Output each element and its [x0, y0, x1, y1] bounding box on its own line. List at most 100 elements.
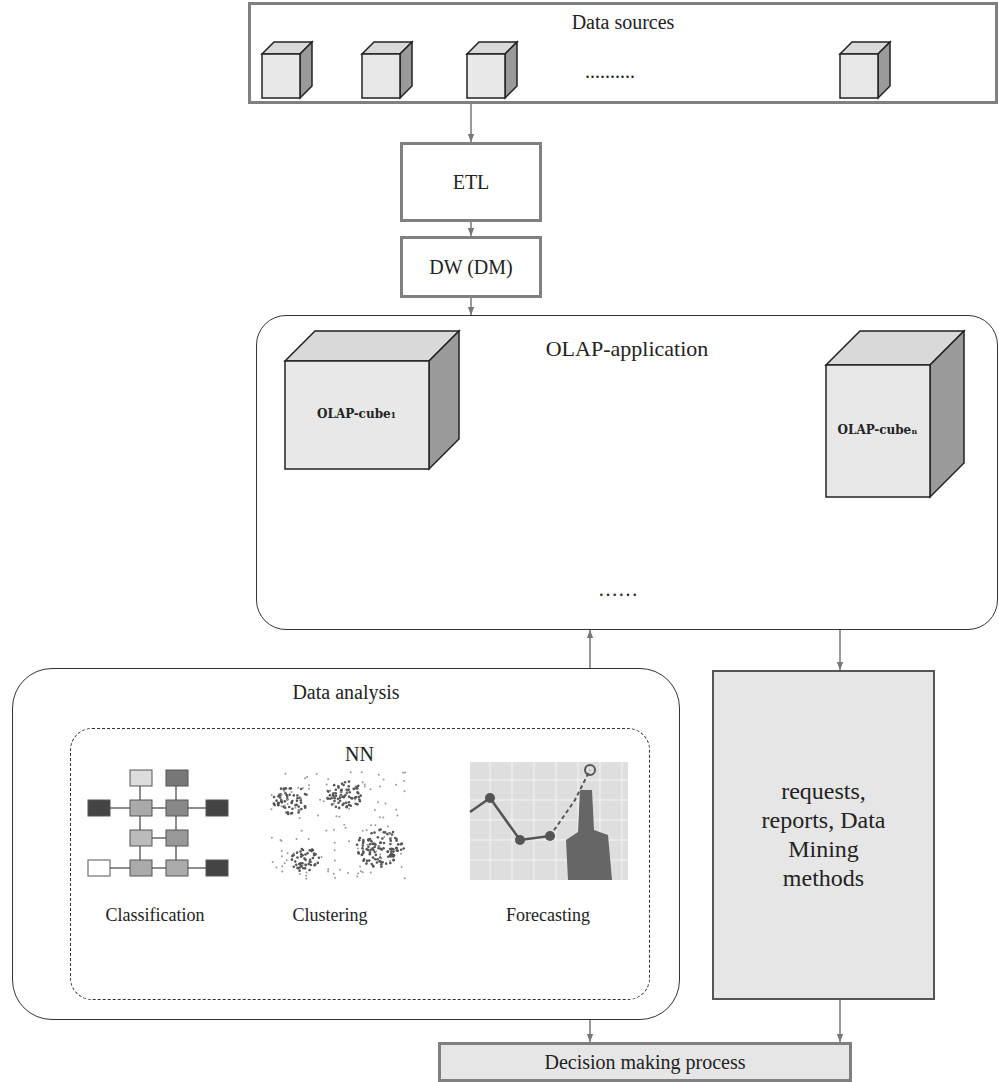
cluster-dot [354, 803, 357, 806]
cluster-dot [304, 853, 307, 856]
scatter-dot [400, 853, 402, 855]
cluster-dot [368, 853, 371, 856]
scatter-dot [366, 829, 368, 831]
scatter-dot [402, 772, 404, 774]
node-label: requests, reports, Data Mining methods [759, 777, 889, 892]
cluster-dot [381, 837, 384, 840]
scatter-dot [334, 860, 336, 862]
store-box: DW (DM) [400, 236, 542, 298]
cluster-dot [300, 855, 303, 858]
scatter-dot [370, 788, 372, 790]
cluster-dot [337, 798, 340, 801]
scatter-dot [395, 784, 397, 786]
scatter-dot [370, 824, 372, 826]
source-cube-front [840, 54, 878, 98]
cluster-dot [389, 862, 392, 865]
cluster-dot [400, 843, 403, 846]
cluster-dot [296, 800, 299, 803]
cluster-dot [361, 854, 364, 857]
cluster-dot [284, 806, 287, 809]
scatter-dot [319, 799, 321, 801]
cluster-dot [301, 862, 304, 865]
cluster-dot [395, 838, 398, 841]
scatter-dot [361, 771, 363, 773]
scatter-dot [383, 836, 385, 838]
cluster-dot [374, 858, 377, 861]
scatter-dot [375, 851, 377, 853]
scatter-dot [395, 809, 397, 811]
scatter-dot [280, 840, 282, 842]
scatter-dot [382, 817, 384, 819]
cluster-dot [309, 860, 312, 863]
cluster-dot [357, 796, 360, 799]
cluster-dot [368, 859, 371, 862]
scatter-dot [359, 865, 361, 867]
cluster-dot [389, 843, 392, 846]
scatter-dot [362, 849, 364, 851]
cluster-dot [304, 864, 307, 867]
cluster-dot [277, 802, 280, 805]
cluster-dot [378, 829, 381, 832]
scatter-dot [378, 774, 380, 776]
cluster-dot [293, 865, 296, 868]
scatter-dot [308, 788, 310, 790]
cluster-dot [370, 832, 373, 835]
cluster-dot [377, 836, 380, 839]
cluster-dot [397, 843, 400, 846]
scatter-dot [379, 785, 381, 787]
cluster-dot [351, 797, 354, 800]
cluster-dot [356, 843, 359, 846]
scatter-dot [357, 872, 359, 874]
cluster-dot [291, 812, 294, 815]
decision-box: Decision making process [438, 1042, 852, 1082]
cluster-dot [385, 862, 388, 865]
cluster-dot [339, 799, 342, 802]
scatter-dot [403, 790, 405, 792]
flow-arrow [470, 104, 472, 142]
hand-shape [566, 790, 612, 880]
cluster-dot [393, 854, 396, 857]
cluster-dot [335, 806, 338, 809]
cluster-dot [379, 856, 382, 859]
cluster-dot [277, 803, 280, 806]
cube-label: OLAP-cube₁ [317, 408, 396, 422]
scatter-dot [379, 816, 381, 818]
cluster-dot [299, 863, 302, 866]
cluster-dot [332, 794, 335, 797]
cluster-dot [392, 859, 395, 862]
cluster-dot [308, 869, 311, 872]
cluster-dot [333, 784, 336, 787]
cluster-dot [392, 854, 395, 857]
cluster-dot [402, 847, 405, 850]
icon-caption: Classification [106, 905, 205, 926]
scatter-dot [275, 866, 277, 868]
trend-line [470, 798, 550, 840]
scatter-dot [286, 799, 288, 801]
tree-link [139, 778, 141, 868]
cluster-dot [363, 858, 366, 861]
cluster-dot [395, 847, 398, 850]
cluster-dot [295, 864, 298, 867]
scatter-dot [296, 838, 298, 840]
cluster-dot [369, 838, 372, 841]
cluster-dot [392, 859, 395, 862]
cluster-dot [292, 794, 295, 797]
scatter-dot [281, 870, 283, 872]
scatter-dot [281, 794, 283, 796]
cluster-dot [340, 789, 343, 792]
cluster-dot [299, 796, 302, 799]
cluster-dot [370, 840, 373, 843]
cluster-dot [357, 792, 360, 795]
cluster-dot [296, 866, 299, 869]
cluster-dot [333, 800, 336, 803]
scatter-dot [281, 865, 283, 867]
scatter-dot [271, 794, 273, 796]
cluster-dot [277, 802, 280, 805]
scatter-dot [303, 864, 305, 866]
class-box [130, 770, 152, 786]
cluster-dot [392, 831, 395, 834]
cluster-dot [400, 848, 403, 851]
scatter-dot [299, 873, 301, 875]
cluster-dot [285, 787, 288, 790]
cluster-dot [379, 842, 382, 845]
